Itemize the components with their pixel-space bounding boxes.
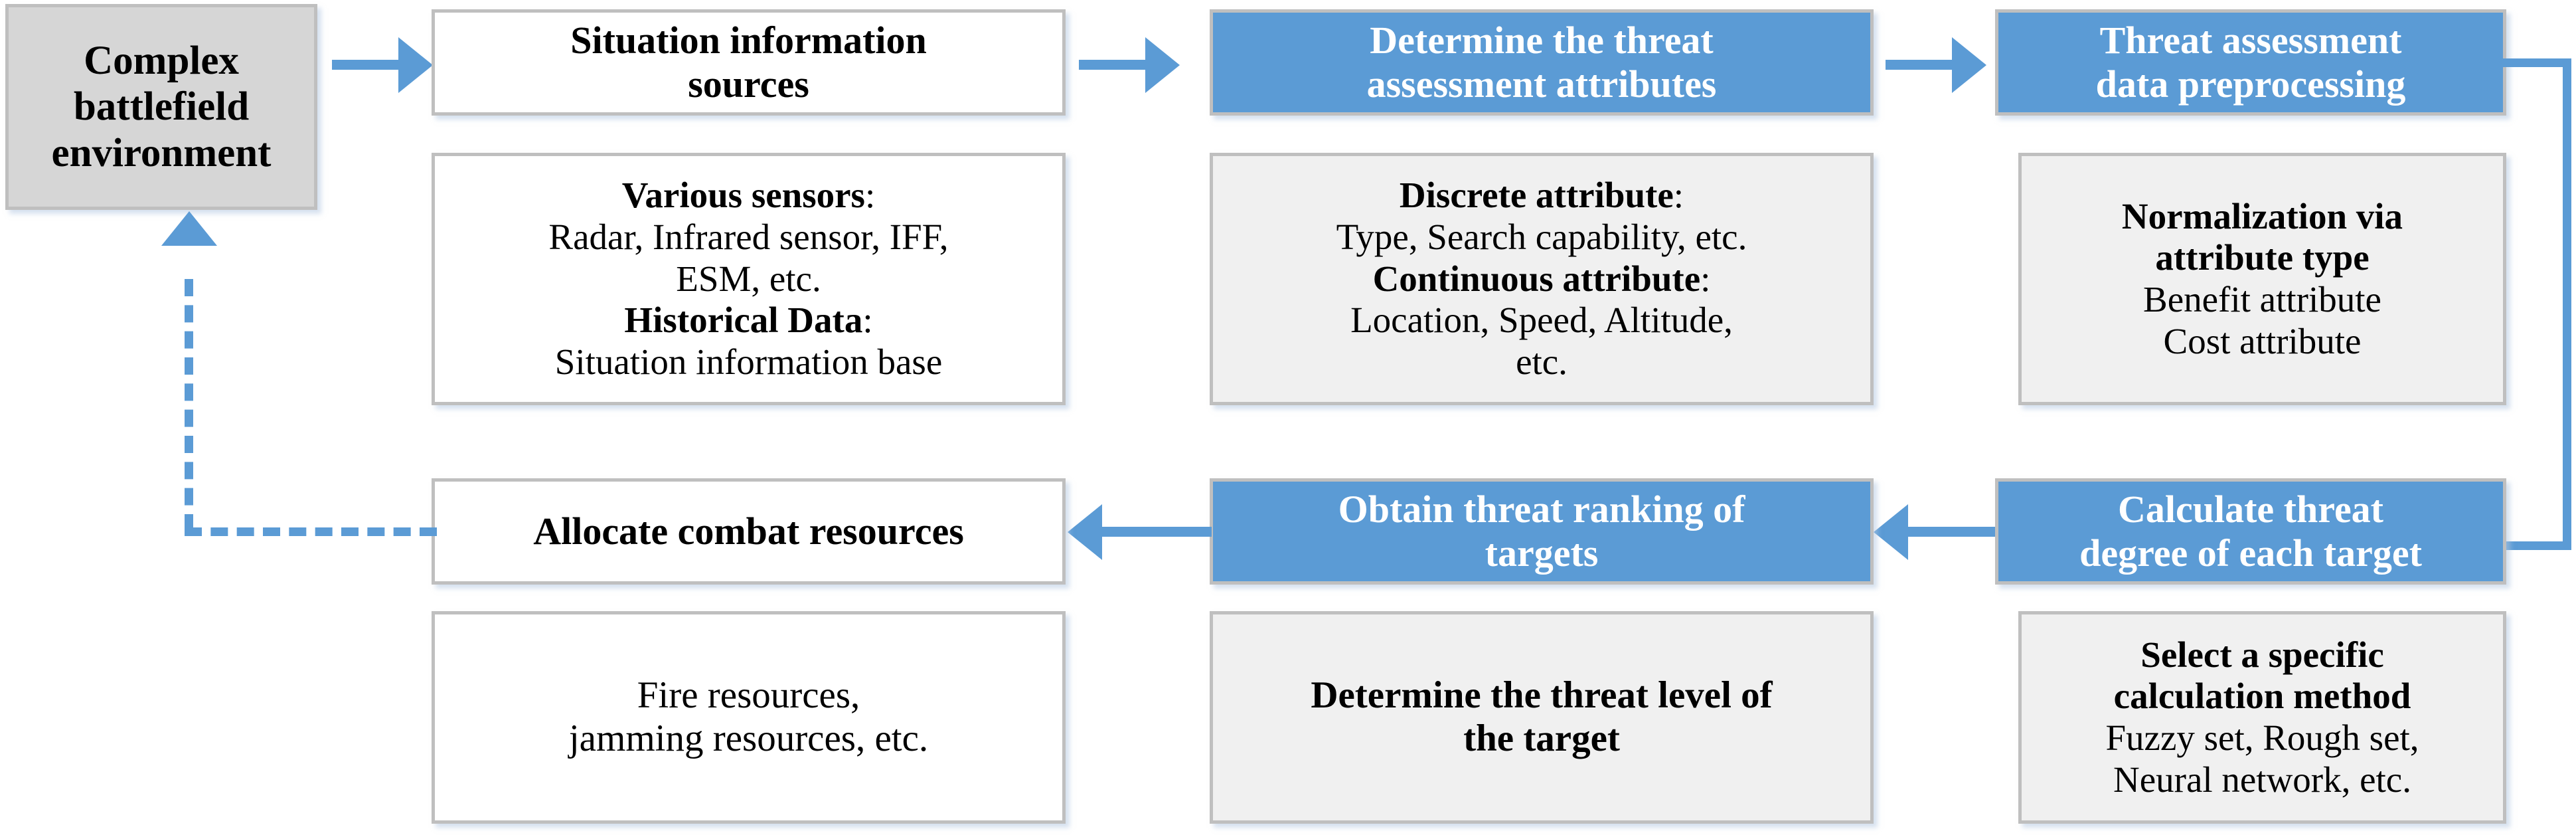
arrow-allocate-to-environment-horizontal [185, 527, 437, 536]
detail-various-sensors-body-1: Radar, Infrared sensor, IFF, ESM, etc. [548, 216, 949, 299]
detail-normalization-body: Benefit attribute Cost attribute [2143, 279, 2381, 361]
detail-continuous-attribute-body: Location, Speed, Altitude, etc. [1350, 300, 1733, 383]
node-complex-battlefield-environment[interactable]: Complex battlefield environment [5, 4, 317, 210]
node-obtain-threat-ranking[interactable]: Obtain threat ranking of targets [1210, 478, 1874, 585]
detail-various-sensors-body-2: Situation information base [554, 341, 943, 383]
detail-determine-threat-level-label: Determine the threat level of the target [1311, 674, 1773, 759]
node-threat-assessment-data-preprocessing[interactable]: Threat assessment data preprocessing [1995, 9, 2506, 116]
arrow-calculate-to-obtain-head [1874, 504, 1908, 560]
arrow-calculate-to-obtain-line [1905, 527, 1995, 537]
detail-combat-resources[interactable]: Fire resources, jamming resources, etc. [432, 611, 1066, 824]
node-environment-label: Complex battlefield environment [51, 38, 272, 175]
node-situation-information-sources-label: Situation information sources [570, 18, 927, 106]
node-calculate-threat-degree-label: Calculate threat degree of each target [2079, 487, 2422, 575]
detail-calculation-method-heading: Select a specific calculation method [2113, 634, 2411, 717]
arrow-environment-to-situation-head [398, 37, 433, 93]
arrow-environment-to-situation-line [332, 60, 418, 70]
arrow-situation-to-determine-head [1145, 37, 1180, 93]
node-threat-assessment-data-preprocessing-label: Threat assessment data preprocessing [2095, 18, 2406, 106]
detail-various-sensors[interactable]: Various sensors: Radar, Infrared sensor,… [432, 153, 1066, 405]
node-calculate-threat-degree[interactable]: Calculate threat degree of each target [1995, 478, 2506, 585]
detail-normalization-heading: Normalization via attribute type [2121, 195, 2403, 278]
detail-various-sensors-heading-1: Various sensors: [621, 175, 876, 216]
arrow-allocate-to-environment-head [161, 211, 217, 246]
node-determine-threat-assessment-attributes-label: Determine the threat assessment attribut… [1366, 18, 1717, 106]
node-determine-threat-assessment-attributes[interactable]: Determine the threat assessment attribut… [1210, 9, 1874, 116]
arrow-determine-to-preprocessing-head [1952, 37, 1986, 93]
node-situation-information-sources[interactable]: Situation information sources [432, 9, 1066, 116]
arrow-determine-to-preprocessing-line [1886, 60, 1972, 70]
detail-continuous-attribute-heading: Continuous attribute: [1372, 258, 1711, 299]
arrow-situation-to-determine-line [1079, 60, 1165, 70]
arrow-allocate-to-environment-vertical [185, 279, 193, 531]
arrow-preprocessing-to-calculate-path [2503, 58, 2571, 550]
detail-calculation-method-body: Fuzzy set, Rough set, Neural network, et… [2105, 717, 2419, 800]
arrow-obtain-to-allocate-head [1068, 504, 1102, 560]
detail-calculation-method[interactable]: Select a specific calculation method Fuz… [2018, 611, 2506, 824]
detail-discrete-attribute-body: Type, Search capability, etc. [1336, 216, 1747, 257]
detail-attribute-types[interactable]: Discrete attribute: Type, Search capabil… [1210, 153, 1874, 405]
detail-normalization[interactable]: Normalization via attribute type Benefit… [2018, 153, 2506, 405]
node-allocate-combat-resources-label: Allocate combat resources [533, 509, 964, 553]
arrow-obtain-to-allocate-line [1102, 527, 1212, 537]
detail-discrete-attribute-heading: Discrete attribute: [1399, 175, 1684, 216]
node-obtain-threat-ranking-label: Obtain threat ranking of targets [1338, 487, 1745, 575]
detail-determine-threat-level[interactable]: Determine the threat level of the target [1210, 611, 1874, 824]
node-allocate-combat-resources[interactable]: Allocate combat resources [432, 478, 1066, 585]
detail-various-sensors-heading-2: Historical Data: [624, 300, 873, 341]
detail-combat-resources-label: Fire resources, jamming resources, etc. [568, 674, 929, 759]
